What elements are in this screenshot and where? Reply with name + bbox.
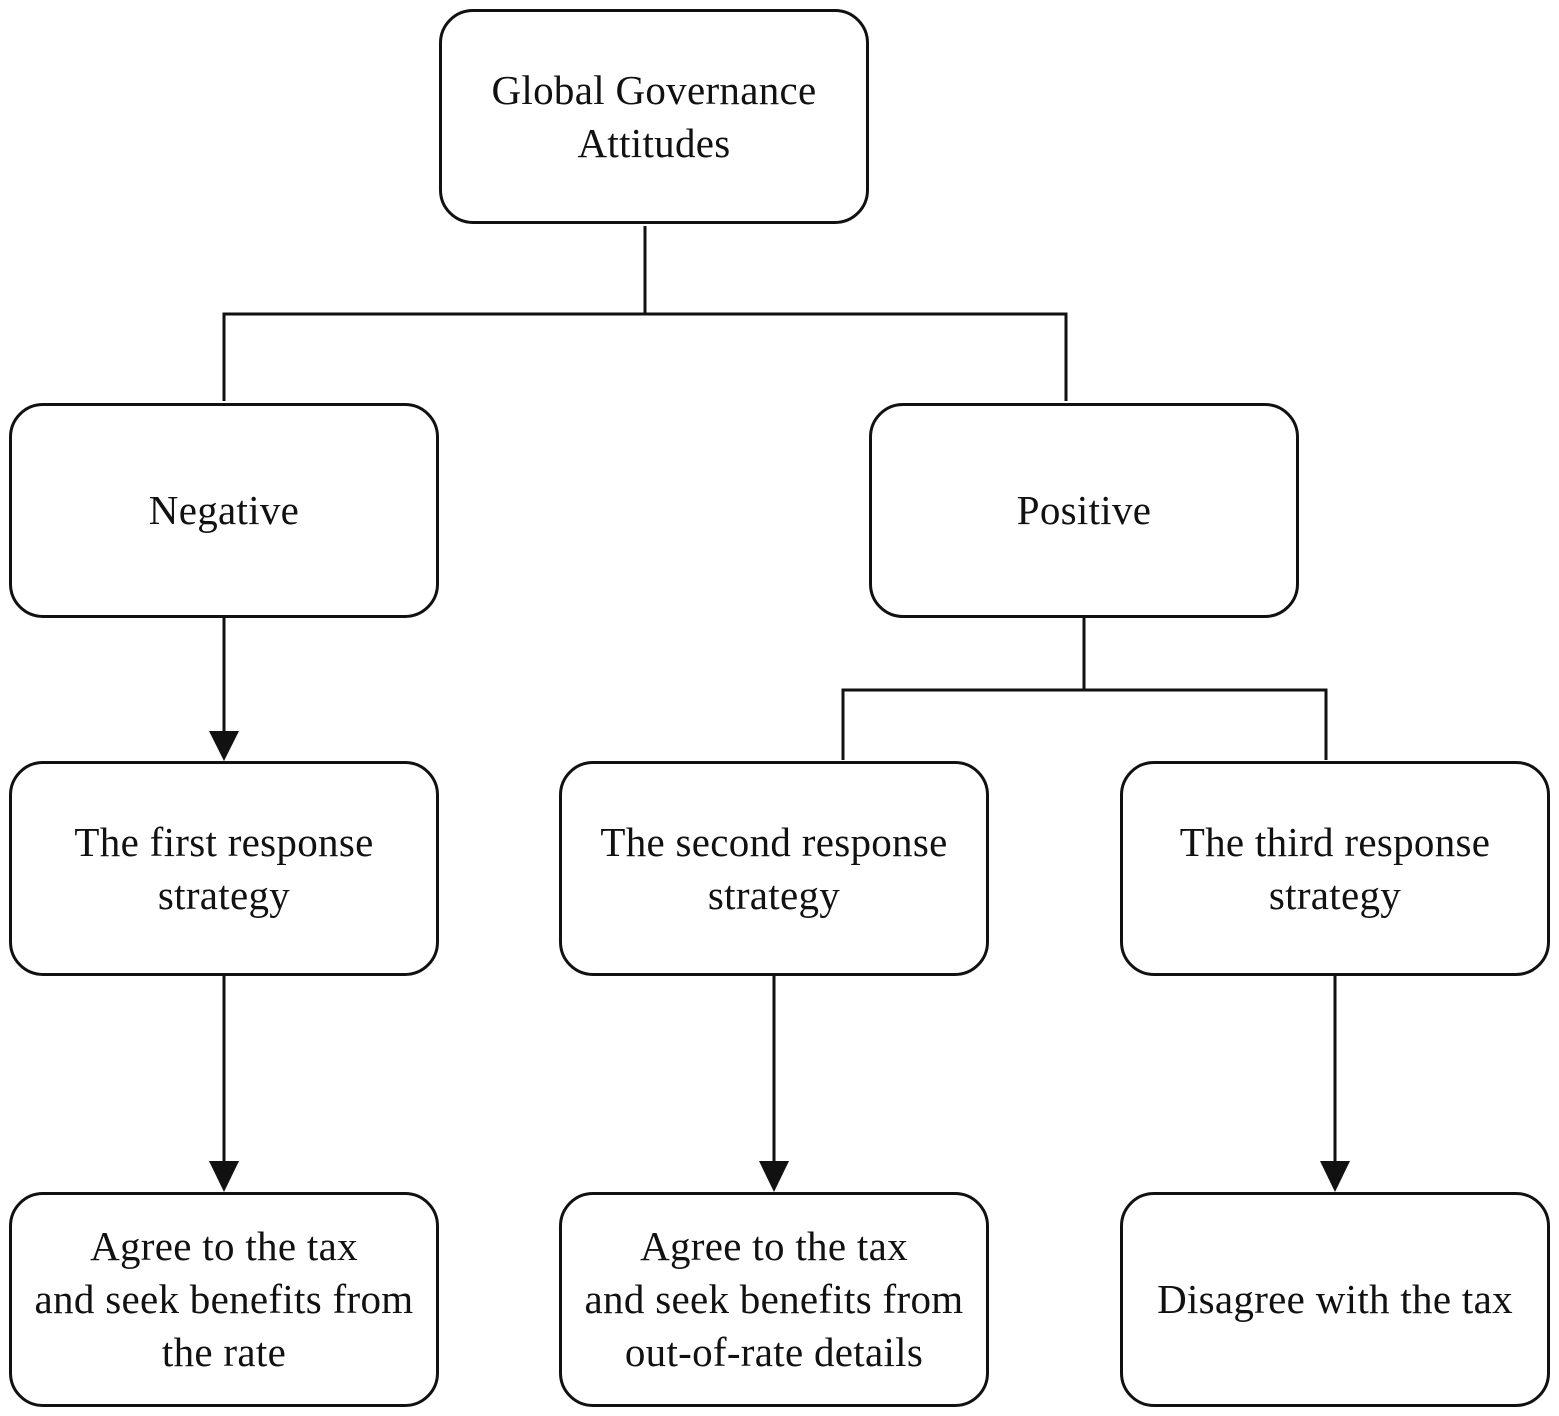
arrowhead-first-outcome (209, 1161, 239, 1192)
node-label: The third response strategy (1179, 818, 1491, 918)
node-label: The first response strategy (74, 818, 374, 918)
node-outcome-disagree: Disagree with the tax (1120, 1192, 1550, 1407)
edge-root-negative (222, 312, 1068, 401)
node-global-governance-attitudes: Global Governance Attitudes (439, 9, 869, 224)
node-outcome-benefits-from-rate: Agree to the tax and seek benefits from … (9, 1192, 439, 1407)
node-label: The second response strategy (600, 818, 948, 918)
node-label: Negative (148, 487, 300, 533)
edge-positive-second-third (841, 688, 1328, 760)
node-label: Agree to the tax and seek benefits from … (34, 1223, 414, 1375)
node-second-response-strategy: The second response strategy (559, 761, 989, 976)
node-label: Agree to the tax and seek benefits from … (584, 1223, 964, 1375)
arrowhead-second-outcome (759, 1161, 789, 1192)
node-third-response-strategy: The third response strategy (1120, 761, 1550, 976)
node-outcome-benefits-out-of-rate: Agree to the tax and seek benefits from … (559, 1192, 989, 1407)
node-negative: Negative (9, 403, 439, 618)
node-first-response-strategy: The first response strategy (9, 761, 439, 976)
node-positive: Positive (869, 403, 1299, 618)
arrowhead-first-strategy (209, 731, 239, 761)
node-label: Disagree with the tax (1157, 1276, 1513, 1322)
node-label: Global Governance Attitudes (491, 66, 817, 166)
node-label: Positive (1016, 487, 1152, 533)
arrowhead-third-outcome (1320, 1161, 1350, 1192)
